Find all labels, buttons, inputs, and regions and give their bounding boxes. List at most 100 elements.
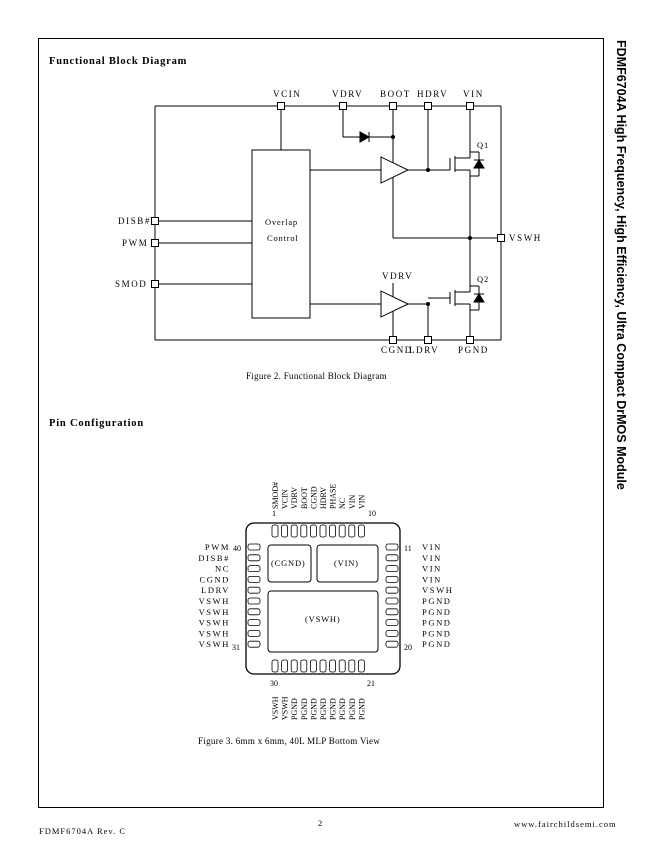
pin-label-right: PGND — [422, 618, 452, 628]
pin-number-30: 30 — [270, 679, 278, 688]
pin-label-top: HDRV — [319, 487, 328, 509]
pin-label-bottom: VSWH — [281, 696, 290, 720]
pin-pad-left — [247, 586, 261, 594]
pin-pad-bottom — [300, 659, 308, 673]
pin-pad-left — [247, 619, 261, 626]
pin-label-left: VSWH — [199, 596, 230, 606]
pin-pad-left — [247, 630, 261, 637]
pin-label-right: VSWH — [422, 585, 453, 595]
pad-cgnd — [267, 544, 312, 583]
pin-label-left: VSWH — [199, 628, 230, 638]
pin-label-vdrv-top: VDRV — [332, 89, 363, 99]
pin-pad-top — [319, 524, 327, 538]
pin-pad-left — [247, 608, 261, 616]
pin-pad-bottom — [309, 659, 317, 673]
pin-pad-right — [385, 586, 399, 594]
section-heading-pin-configuration: Pin Configuration — [49, 418, 144, 429]
pin-label-bottom: PGND — [329, 698, 338, 720]
pin-label-left: PWM — [205, 542, 230, 552]
pin-pad-top — [290, 524, 298, 538]
pin-pad-bottom — [329, 659, 337, 673]
pin-pad-top — [300, 524, 308, 538]
pin-pad-right — [385, 565, 399, 572]
pin-label-cgnd: CGND — [381, 345, 413, 355]
pin-label-left: CGND — [200, 574, 231, 584]
figure2-caption: Figure 2. Functional Block Diagram — [246, 371, 387, 381]
pin-label-left: NC — [215, 564, 230, 574]
pin-label-ldrv: LDRV — [409, 345, 439, 355]
pin-label-bottom: VSWH — [271, 696, 280, 720]
pin-pad-top — [329, 524, 337, 538]
pin-pad-bottom — [271, 659, 279, 673]
pin-pad-left — [247, 543, 261, 551]
pin-label-top: VIN — [357, 495, 366, 509]
section-heading-block-diagram: Functional Block Diagram — [49, 56, 188, 67]
pin-pad-bottom — [338, 659, 346, 673]
pin-label-bottom: PGND — [348, 698, 357, 720]
pin-pad-top — [348, 524, 356, 538]
pin-pad-right — [385, 597, 399, 605]
pin-label-smod: SMOD — [115, 279, 147, 289]
pin-number-21: 21 — [367, 679, 375, 688]
pin-number-31: 31 — [232, 643, 240, 652]
pad-label-vin: (VIN) — [334, 558, 359, 568]
pin-pad-left — [247, 554, 261, 562]
pin-label-bottom: PGND — [300, 698, 309, 720]
pin-label-bottom: PGND — [309, 698, 318, 720]
pin-label-pwm: PWM — [122, 238, 148, 248]
pin-label-left: LDRV — [201, 585, 230, 595]
pin-label-right: VIN — [422, 574, 442, 584]
transistor-label-q1: Q1 — [477, 140, 489, 150]
pin-label-right: PGND — [422, 607, 452, 617]
footer-website: www.fairchildsemi.com — [514, 819, 617, 829]
pad-vin — [316, 544, 379, 583]
block-label-overlap: Overlap — [265, 217, 298, 227]
pin-pad-right — [385, 608, 399, 616]
pin-label-vcin: VCIN — [273, 89, 301, 99]
pin-label-top: SMOD# — [271, 482, 280, 509]
pin-label-bottom: PGND — [357, 698, 366, 720]
pin-pad-top — [271, 524, 279, 538]
pad-label-vswh: (VSWH) — [305, 614, 341, 624]
pin-label-vin: VIN — [463, 89, 484, 99]
pin-label-boot: BOOT — [380, 89, 411, 99]
pad-label-cgnd: (CGND) — [271, 558, 306, 568]
pin-label-bottom: PGND — [290, 698, 299, 720]
pin-pad-left — [247, 576, 261, 583]
transistor-label-q2: Q2 — [477, 274, 489, 284]
footer-left: FDMF6704A Rev. C — [39, 826, 127, 836]
footer-page-number: 2 — [318, 818, 324, 828]
pin-pad-top — [309, 524, 317, 538]
pin-pad-right — [385, 630, 399, 637]
pin-label-top: VCIN — [281, 489, 290, 509]
pin-pad-left — [247, 640, 261, 648]
pin-pad-bottom — [281, 659, 289, 673]
pin-label-left: VSWH — [199, 607, 230, 617]
pin-label-vswh: VSWH — [509, 233, 542, 243]
pin-label-left: VSWH — [199, 639, 230, 649]
pin-label-top: VDRV — [290, 487, 299, 509]
pin-label-right: PGND — [422, 639, 452, 649]
pin-label-hdrv: HDRV — [417, 89, 448, 99]
pin-label-right: PGND — [422, 596, 452, 606]
figure3-caption: Figure 3. 6mm x 6mm, 40L MLP Bottom View — [198, 736, 381, 746]
pin-label-top: BOOT — [300, 487, 309, 509]
pin-pad-top — [281, 524, 289, 538]
pin-label-pgnd: PGND — [458, 345, 489, 355]
pin-label-bottom: PGND — [338, 698, 347, 720]
pin-pad-right — [385, 543, 399, 551]
pin-label-top: PHASE — [329, 484, 338, 509]
block-label-control: Control — [267, 233, 299, 243]
pin-pad-bottom — [290, 659, 298, 673]
pin-label-right: VIN — [422, 564, 442, 574]
pin-label-left: DISB# — [198, 553, 230, 563]
pin-label-right: PGND — [422, 628, 452, 638]
pin-label-top: NC — [338, 498, 347, 509]
page-frame — [38, 38, 604, 808]
pin-label-vdrv-low: VDRV — [382, 271, 413, 281]
pin-label-right: VIN — [422, 542, 442, 552]
pin-label-left: VSWH — [199, 618, 230, 628]
pin-pad-left — [247, 565, 261, 572]
